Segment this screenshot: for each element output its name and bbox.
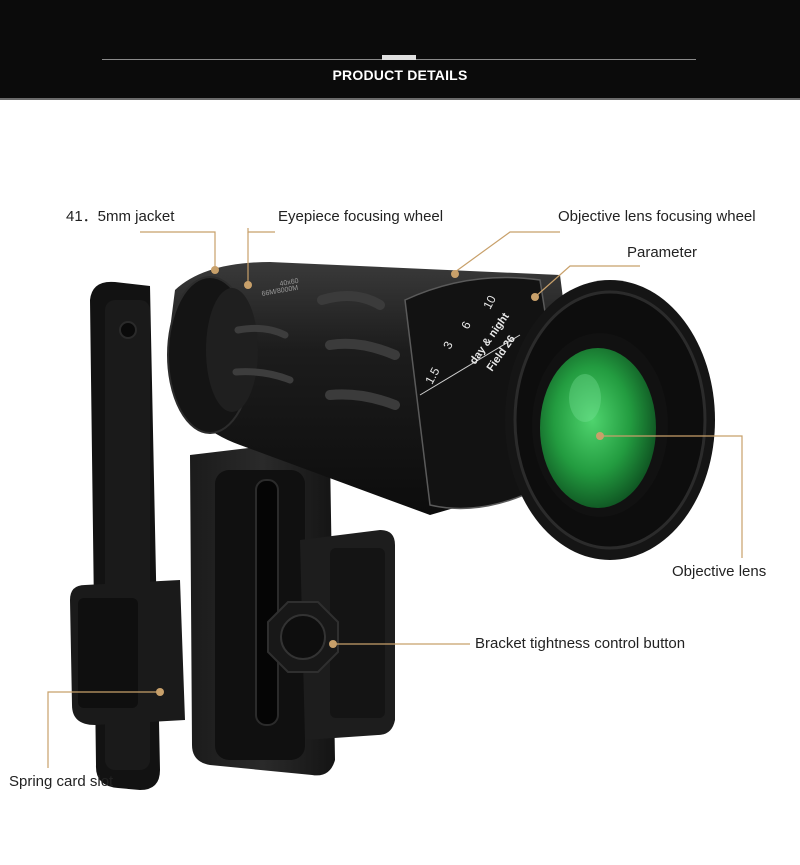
leader-eyepiece-tick (247, 228, 275, 233)
leader-parameter (534, 265, 640, 298)
leader-objective-lens (600, 435, 743, 558)
lens-highlight (569, 374, 601, 422)
label-bracket-button: Bracket tightness control button (475, 635, 686, 652)
header-notch (382, 55, 416, 60)
label-parameter: Parameter (627, 244, 698, 261)
body-text-1: 40x60 (279, 278, 299, 288)
label-jacket: 41．5mm jacket (66, 208, 175, 225)
page-title: PRODUCT DETAILS (332, 67, 468, 83)
leader-objective-wheel (454, 231, 560, 273)
label-objective-wheel: Objective lens focusing wheel (558, 208, 756, 225)
objective-lens (540, 348, 656, 508)
leader-spring (47, 691, 160, 768)
leader-jacket (140, 231, 216, 268)
label-eyepiece-wheel: Eyepiece focusing wheel (278, 208, 444, 225)
leader-dots (156, 266, 604, 696)
page-header: PRODUCT DETAILS (0, 0, 800, 100)
zoom-mark-4: 10 (480, 293, 499, 312)
leader-lines (47, 228, 743, 768)
clip-bracket (70, 440, 395, 776)
bracket-tightness-knob (267, 601, 339, 673)
label-objective-lens: Objective lens (672, 563, 767, 580)
label-spring-slot: Spring card slot (9, 773, 114, 790)
